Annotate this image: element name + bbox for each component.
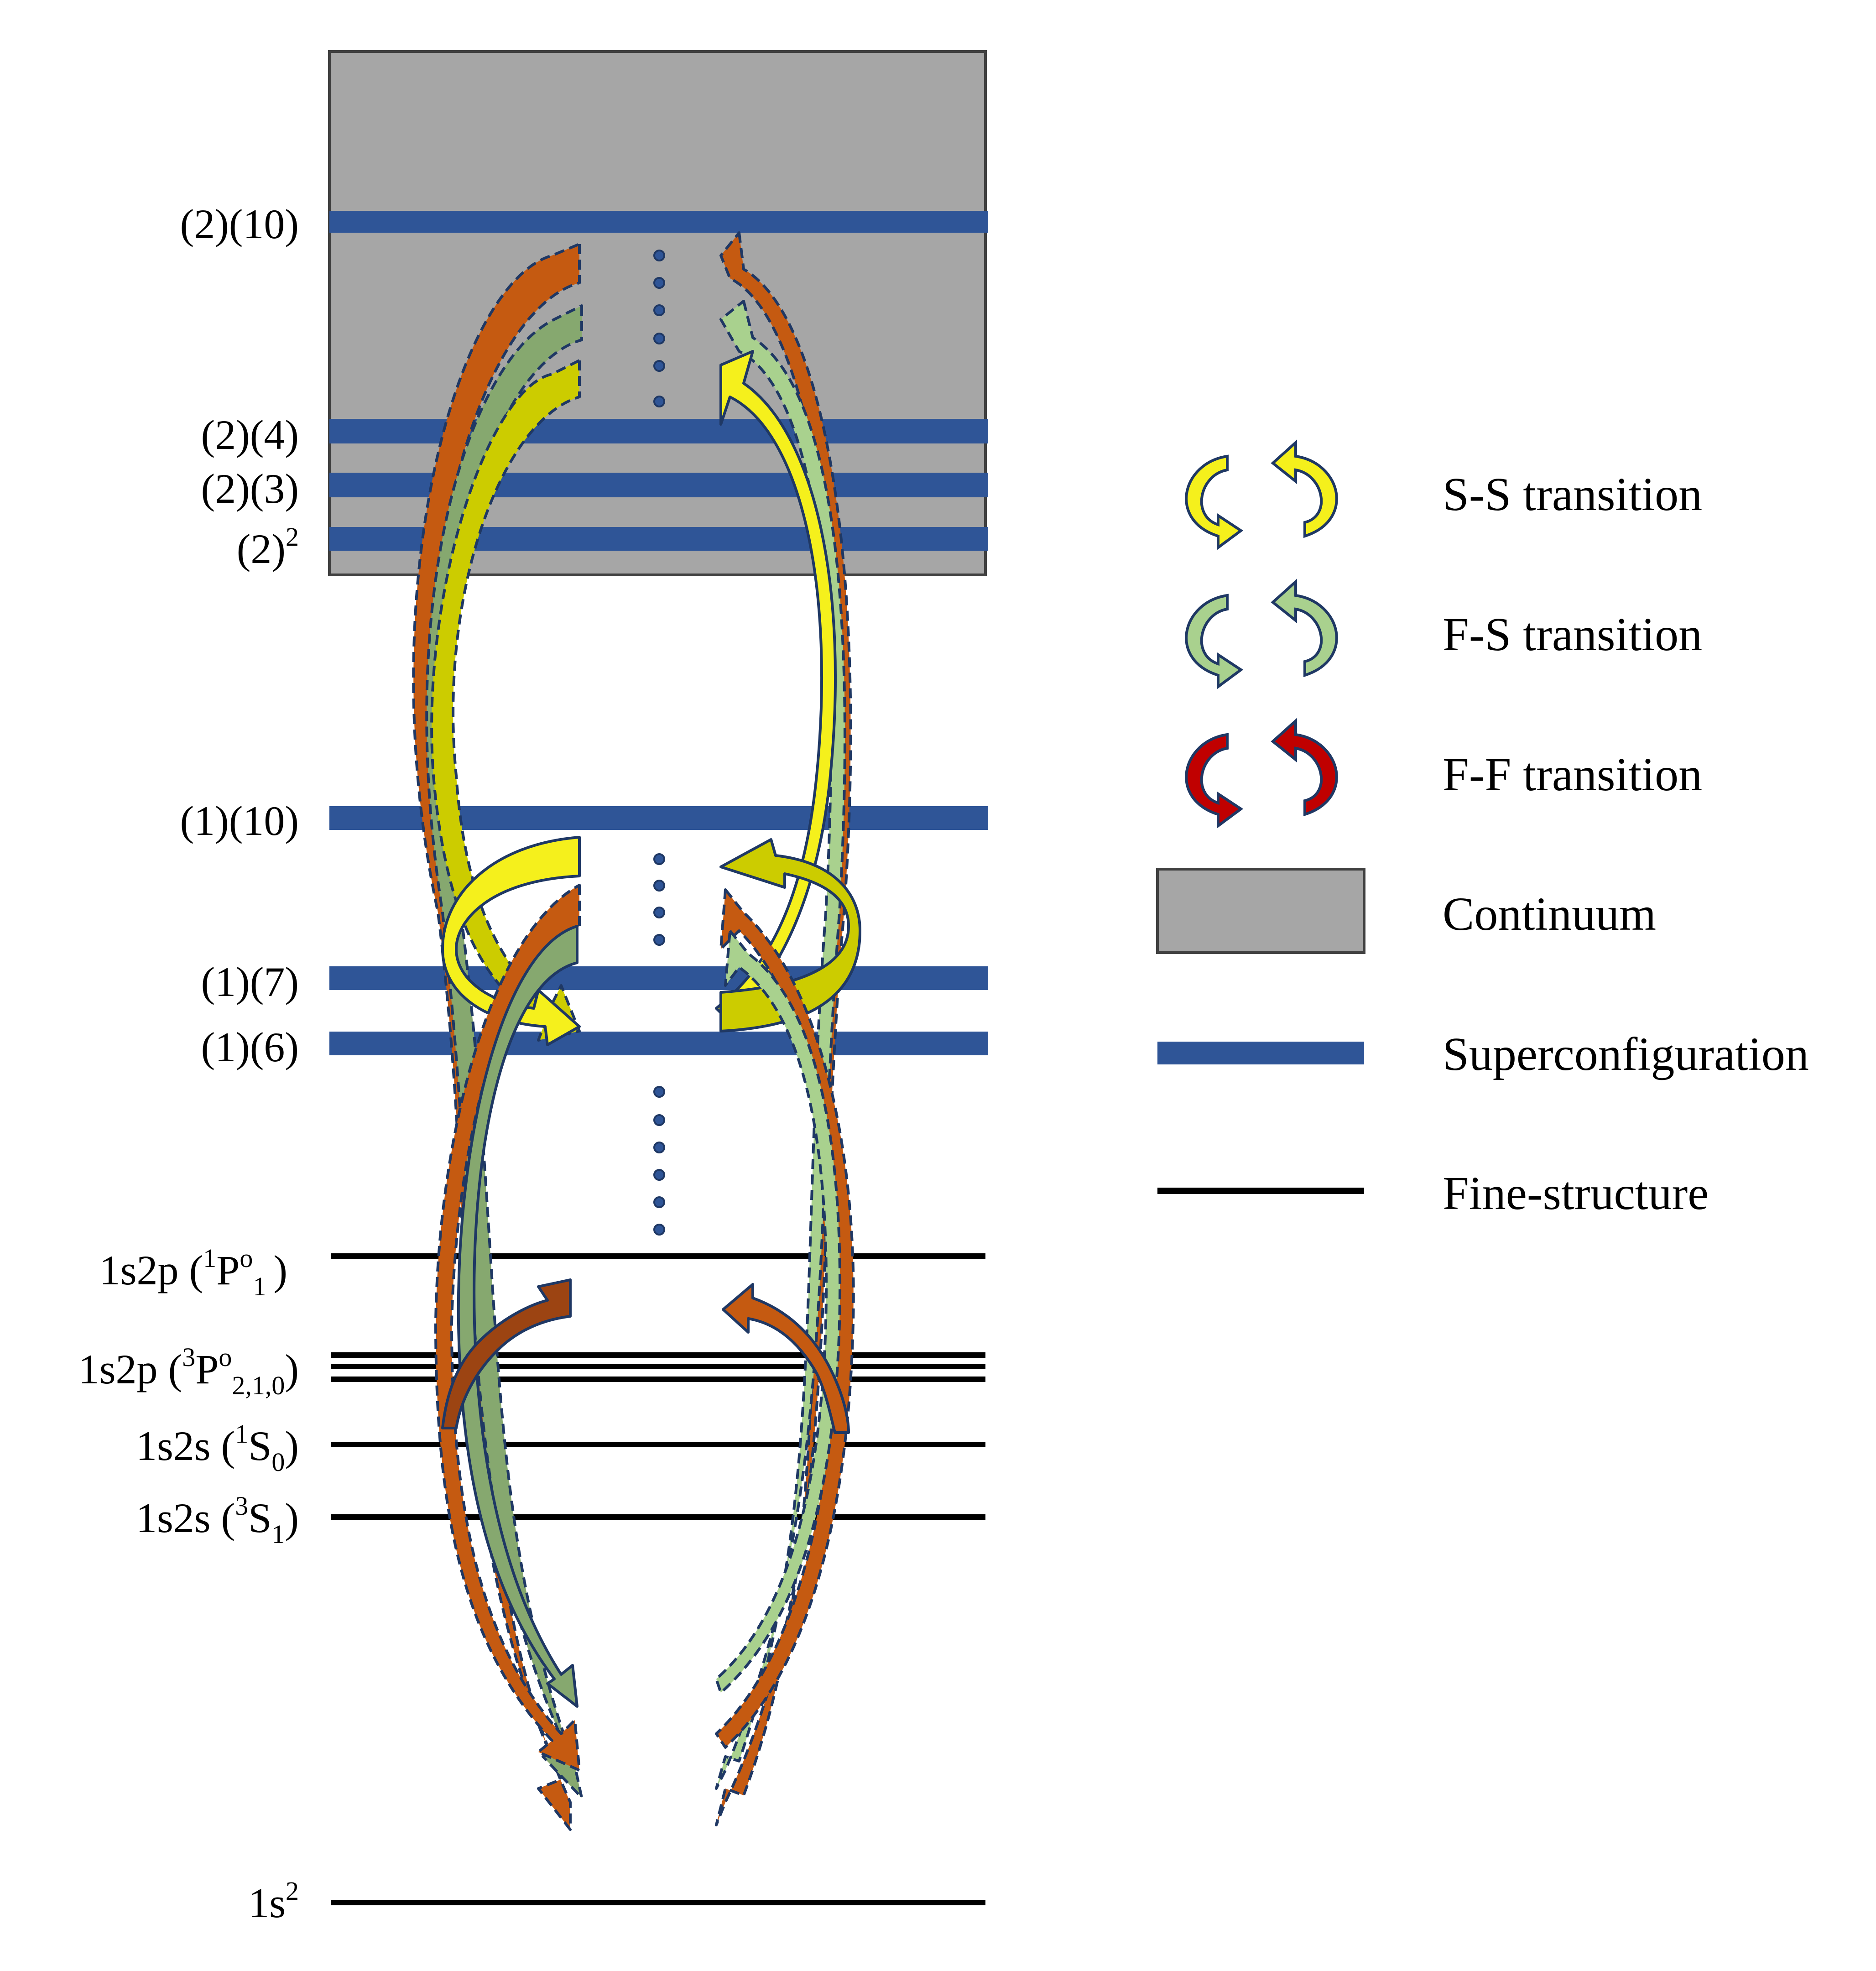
level-label-1-10: (1)(10) — [180, 798, 299, 844]
label-sup: 1 — [203, 1243, 216, 1273]
ss-transition-arrow — [441, 836, 581, 1046]
level-label-1s2s-1S: 1s2s (1S0) — [136, 1419, 299, 1477]
dot — [653, 1086, 665, 1098]
label-sub: 2,1,0 — [232, 1371, 285, 1400]
label-part: 1s — [248, 1880, 286, 1926]
ff-transition-arrow — [722, 1283, 850, 1434]
label-part: S — [248, 1495, 271, 1541]
label-sup: 2 — [286, 1876, 299, 1906]
legend-ff-icon — [1186, 721, 1337, 826]
continuation-dots — [653, 250, 665, 1236]
level-label-1s2s-3S: 1s2s (3S1) — [136, 1491, 299, 1549]
dot — [653, 880, 665, 892]
label-sup: o — [240, 1243, 253, 1273]
dot — [653, 1114, 665, 1126]
superconfiguration-level — [329, 211, 988, 233]
level-labels: (2)(10) (2)(4) (2)(3) (2)2 (1)(10) (1)(7… — [78, 201, 299, 1926]
legend-ss-icon — [1186, 443, 1337, 548]
dot — [653, 1169, 665, 1181]
dot — [653, 396, 665, 407]
dot — [653, 360, 665, 372]
superconfiguration-level — [329, 473, 988, 497]
legend-fs-icon — [1186, 582, 1337, 687]
levels-layer — [328, 50, 988, 1905]
fs-transition-arrow — [715, 929, 842, 1694]
label-part: ) — [285, 1346, 299, 1392]
legend-ff-label: F-F transition — [1443, 748, 1702, 801]
superconfiguration-level — [329, 1032, 988, 1055]
ss-transition-arrow — [719, 838, 861, 1032]
ss-transition-arrow — [715, 350, 837, 1023]
superconfiguration-level — [329, 966, 988, 990]
dot — [653, 250, 665, 261]
legend-continuum-swatch — [1156, 868, 1365, 954]
level-label-2-10: (2)(10) — [180, 201, 299, 247]
dot — [653, 1142, 665, 1153]
level-label-ground: 1s2 — [248, 1876, 299, 1926]
level-label-1s2p-3P: 1s2p (3Po2,1,0) — [78, 1342, 299, 1400]
dot — [653, 304, 665, 316]
dot — [653, 934, 665, 946]
label-part: P — [216, 1247, 240, 1293]
level-label-2-4: (2)(4) — [201, 412, 299, 458]
level-label-2-2: (2)2 — [237, 522, 299, 572]
level-label-text: (2) — [237, 526, 286, 572]
label-part: 1s2p ( — [99, 1247, 203, 1293]
superconfiguration-level — [329, 419, 988, 443]
legend-ss-label: S-S transition — [1443, 468, 1702, 521]
ss-transition-arrow — [430, 359, 581, 1042]
level-label-1-7: (1)(7) — [201, 959, 299, 1005]
level-label-1s2p-1P: 1s2p (1Po1) — [99, 1243, 287, 1301]
legend-fine-structure-label: Fine-structure — [1443, 1167, 1709, 1220]
fine-structure-lines — [331, 1253, 985, 1905]
dot — [653, 1196, 665, 1208]
label-part: P — [195, 1346, 219, 1392]
dot — [653, 1224, 665, 1236]
legend: S-S transition F-S transition F-F transi… — [1156, 443, 1809, 1220]
legend-fs-label: F-S transition — [1443, 608, 1702, 661]
ff-transition-arrow — [441, 1278, 572, 1429]
label-sub: 0 — [271, 1447, 285, 1477]
label-part: ) — [285, 1495, 299, 1541]
label-sub: 1 — [253, 1272, 266, 1301]
level-label-superscript: 2 — [286, 522, 299, 552]
legend-superconfiguration-swatch — [1157, 1042, 1364, 1064]
label-sup: 3 — [182, 1342, 195, 1372]
label-sup: 3 — [235, 1491, 248, 1521]
label-part: ) — [285, 1423, 299, 1469]
fs-transition-arrow — [457, 925, 578, 1708]
label-sup: o — [219, 1342, 232, 1372]
label-sub: 1 — [271, 1519, 285, 1549]
dot — [653, 277, 665, 289]
dot — [653, 853, 665, 865]
label-sup: 1 — [235, 1419, 248, 1449]
legend-continuum-label: Continuum — [1443, 888, 1656, 940]
level-label-1-6: (1)(6) — [201, 1024, 299, 1070]
legend-superconfiguration-label: Superconfiguration — [1443, 1028, 1809, 1080]
label-part: 1s2s ( — [136, 1423, 235, 1469]
label-part: 1s2s ( — [136, 1495, 235, 1541]
transition-arrows-layer — [412, 231, 861, 1831]
label-part: 1s2p ( — [78, 1346, 182, 1392]
label-part: S — [248, 1423, 271, 1469]
label-part: ) — [273, 1247, 287, 1293]
dot — [653, 333, 665, 344]
dot — [653, 907, 665, 918]
ff-transition-arrow — [434, 884, 581, 1772]
level-label-2-3: (2)(3) — [201, 465, 299, 512]
